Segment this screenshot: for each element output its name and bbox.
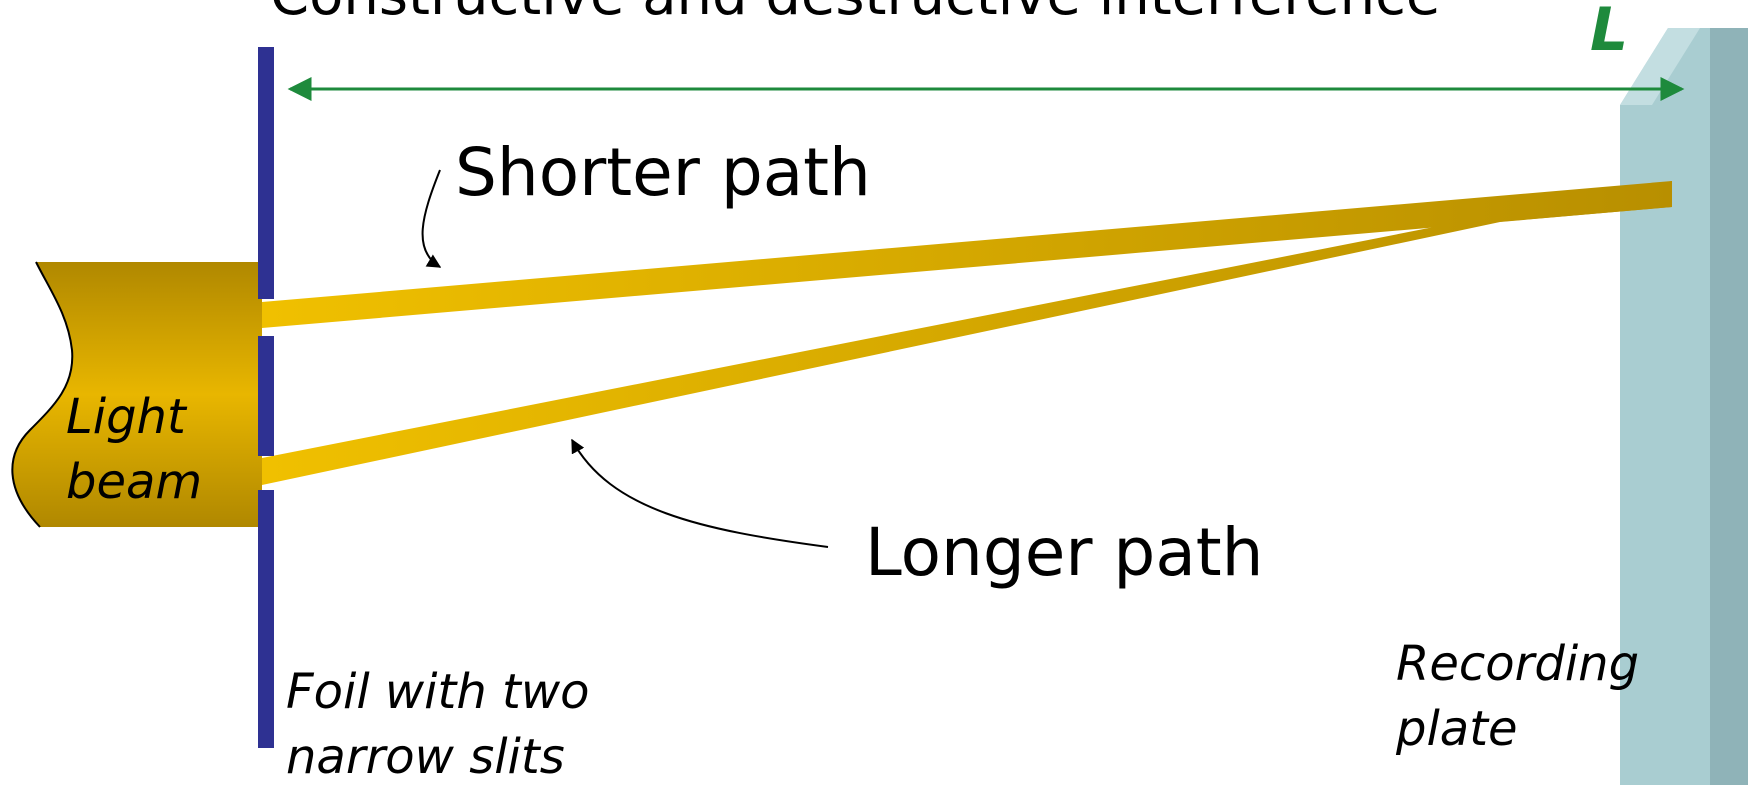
foil-label-line2: narrow slits [286, 729, 565, 785]
plate-label-line1: Recording [1396, 636, 1640, 692]
longer-path-pointer [571, 438, 829, 548]
shorter-path-pointer [421, 169, 442, 268]
light-beam-label: Light beam [66, 385, 202, 515]
shorter-path-ray [262, 181, 1672, 328]
light-beam-label-line1: Light [66, 389, 186, 445]
distance-label: L [1590, 0, 1629, 65]
foil-label: Foil with two narrow slits [286, 660, 589, 790]
diagram-title: Constructive and destructive interferenc… [270, 0, 1440, 24]
plate-label-line2: plate [1396, 701, 1518, 757]
plate-label: Recording plate [1396, 632, 1639, 762]
longer-path-label: Longer path [865, 514, 1264, 591]
light-beam-label-line2: beam [66, 454, 203, 510]
longer-path-ray [262, 181, 1672, 485]
foil-label-line1: Foil with two [286, 664, 590, 720]
light-beam [12, 262, 263, 527]
light-beam-edge [11, 261, 74, 528]
shorter-path-label: Shorter path [455, 134, 871, 211]
foil-with-slits [258, 47, 274, 748]
recording-plate [1620, 28, 1748, 785]
